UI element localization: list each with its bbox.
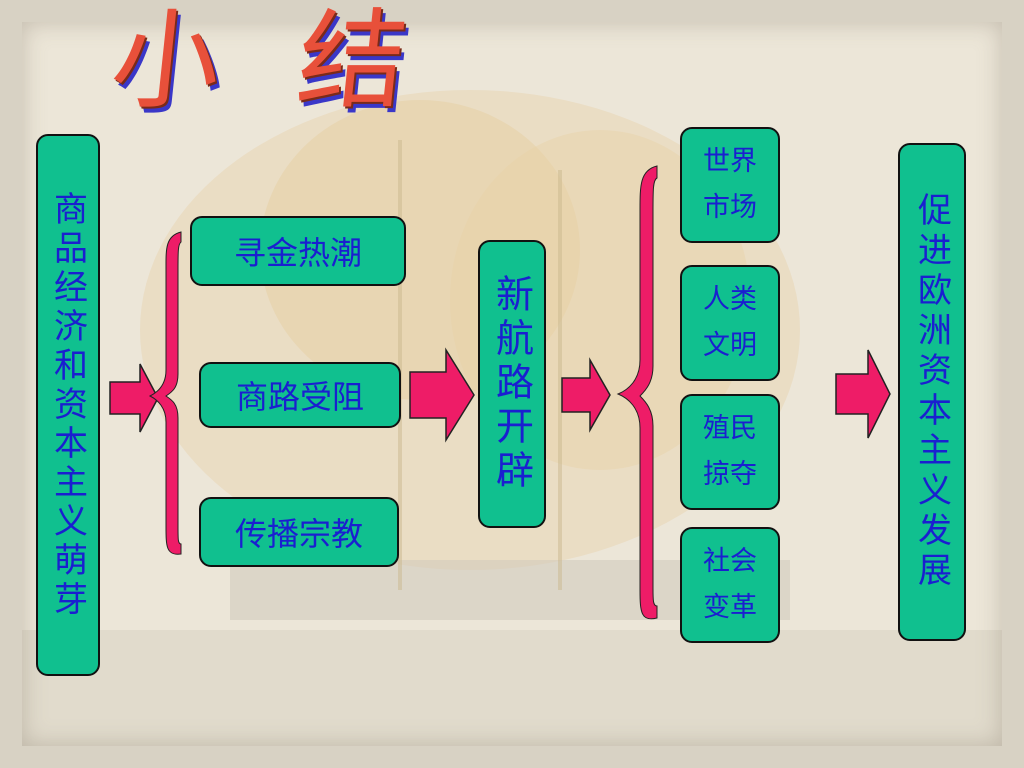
cause-label: 寻金热潮 [233, 234, 362, 272]
effect-box-colonial-plunder: 殖民掠夺 [680, 394, 780, 510]
cause-label: 传播宗教 [234, 515, 363, 553]
cause-box-gold-rush: 寻金热潮 [190, 216, 406, 286]
commodity-economy-box: 商品经济和资本主义萌芽 [36, 134, 100, 676]
effect-label: 世界市场 [703, 146, 757, 223]
effect-box-world-market: 世界市场 [680, 127, 780, 243]
slide-title: 小 结 [105, 0, 435, 124]
new-route-label: 新航路开辟 [489, 274, 534, 494]
cause-box-trade-blocked: 商路受阻 [199, 362, 401, 428]
effect-label: 殖民掠夺 [703, 413, 757, 490]
effect-label: 人类文明 [703, 284, 757, 361]
capitalism-development-box: 促进欧洲资本主义发展 [898, 143, 966, 641]
commodity-economy-label: 商品经济和资本主义萌芽 [47, 190, 88, 620]
capitalism-development-label: 促进欧洲资本主义发展 [911, 192, 952, 592]
new-route-box: 新航路开辟 [478, 240, 546, 528]
effect-box-civilization: 人类文明 [680, 265, 780, 381]
effect-box-social-change: 社会变革 [680, 527, 780, 643]
cause-label: 商路受阻 [235, 378, 364, 416]
cause-box-spread-religion: 传播宗教 [199, 497, 399, 567]
effect-label: 社会变革 [703, 546, 757, 623]
